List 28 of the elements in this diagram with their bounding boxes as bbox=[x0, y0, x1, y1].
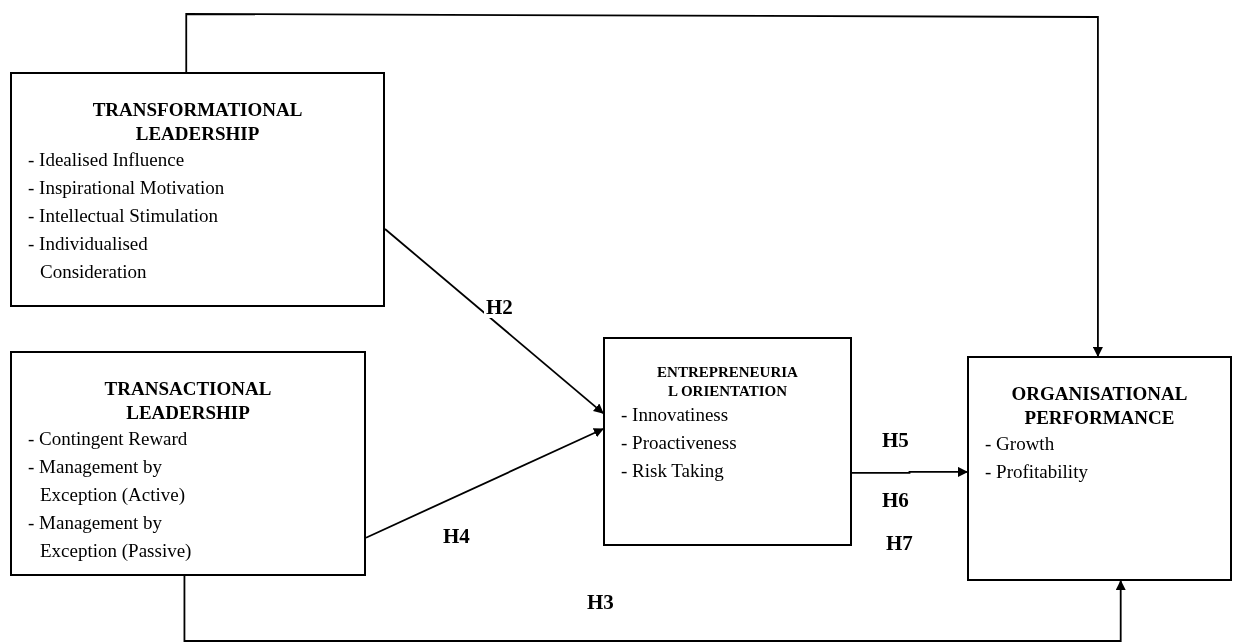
arrow bbox=[384, 228, 604, 414]
arrow bbox=[851, 466, 968, 477]
hypothesis-label: H6 bbox=[882, 490, 909, 511]
construct-box bbox=[967, 356, 1232, 581]
arrow bbox=[365, 428, 604, 539]
dimension-item: - Innovatiness bbox=[621, 402, 730, 427]
construct-heading: TRANSACTIONAL LEADERSHIP bbox=[103, 377, 273, 425]
construct-box bbox=[603, 337, 852, 546]
dimension-item: - Inspirational Motivation bbox=[28, 175, 226, 200]
construct-heading: ORGANISATIONAL PERFORMANCE bbox=[1010, 382, 1189, 430]
dimension-item: - Contingent Reward bbox=[28, 426, 189, 451]
arrow bbox=[185, 13, 1103, 357]
dimension-item: - Risk Taking bbox=[621, 458, 725, 483]
construct-box bbox=[10, 351, 366, 576]
dimension-item: - Intellectual Stimulation bbox=[28, 203, 219, 228]
construct-heading: TRANSFORMATIONAL LEADERSHIP bbox=[91, 98, 304, 146]
dimension-item: - Growth bbox=[985, 431, 1056, 456]
dimension-item: - Profitability bbox=[985, 459, 1089, 484]
construct-box bbox=[10, 72, 385, 307]
hypothesis-label: H7 bbox=[886, 533, 913, 554]
dimension-item: - Individualised Consideration bbox=[28, 231, 149, 284]
arrow bbox=[183, 575, 1126, 642]
construct-heading: ENTREPRENEURIA L ORIENTATION bbox=[656, 363, 799, 401]
dimension-item: - Proactiveness bbox=[621, 430, 738, 455]
dimension-item: - Idealised Influence bbox=[28, 147, 186, 172]
hypothesis-label: H2 bbox=[484, 297, 515, 318]
dimension-item: - Management by Exception (Active) bbox=[28, 454, 187, 507]
dimension-item: - Management by Exception (Passive) bbox=[28, 510, 193, 563]
